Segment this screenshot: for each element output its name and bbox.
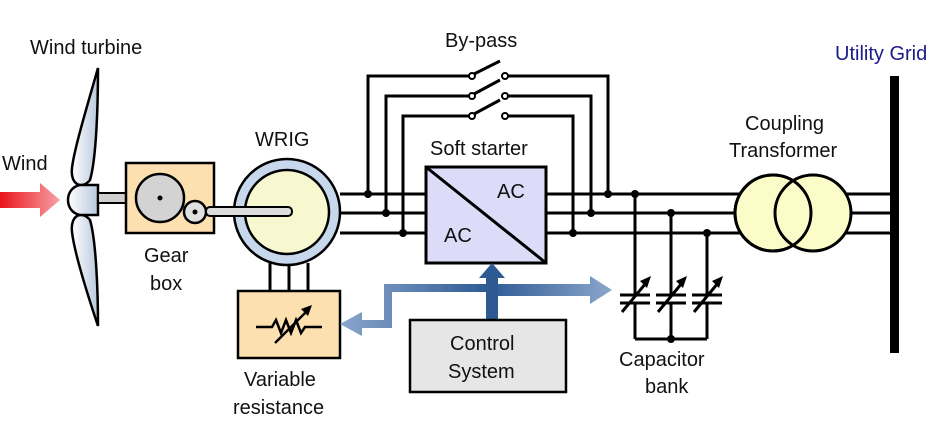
capacitor-bank-label-line1: Capacitor <box>619 349 705 371</box>
wrig-label: WRIG <box>255 129 309 151</box>
soft-starter-ac-in: AC <box>444 225 472 247</box>
wind-label: Wind <box>2 153 48 175</box>
wind-turbine <box>66 67 137 327</box>
gear-box <box>124 161 216 235</box>
capacitor-arrowheads <box>640 276 723 288</box>
bypass-switch-contacts <box>468 72 509 120</box>
soft-starter <box>424 165 548 265</box>
capacitor-bank-label-line2: bank <box>645 376 689 398</box>
coupling-transformer <box>733 173 853 253</box>
rotor-leads <box>268 263 310 290</box>
variable-resistance-label-line1: Variable <box>244 369 316 391</box>
bypass-lines <box>366 59 610 233</box>
soft-starter-label: Soft starter <box>430 138 528 160</box>
coupling-transformer-label-line2: Transformer <box>729 140 838 162</box>
soft-starter-ac-out: AC <box>497 181 525 203</box>
bypass-label: By-pass <box>445 30 517 52</box>
variable-resistance-label-line2: resistance <box>233 397 324 419</box>
control-system-box <box>408 318 568 394</box>
wrig-generator <box>205 157 342 267</box>
utility-grid-label: Utility Grid <box>835 43 927 65</box>
control-system-label-line1: Control <box>450 333 514 355</box>
control-system-label-line2: System <box>448 361 515 383</box>
utility-grid-busbar <box>890 76 899 353</box>
gear-box-label-line2: box <box>150 273 182 295</box>
coupling-transformer-label-line1: Coupling <box>745 113 824 135</box>
control-signal-arrows <box>340 263 612 336</box>
wind-turbine-label: Wind turbine <box>30 37 142 59</box>
wind-arrow-icon <box>0 183 60 217</box>
gear-box-label-line1: Gear <box>144 245 189 267</box>
variable-resistance <box>236 289 342 360</box>
capacitor-bank <box>620 194 722 341</box>
